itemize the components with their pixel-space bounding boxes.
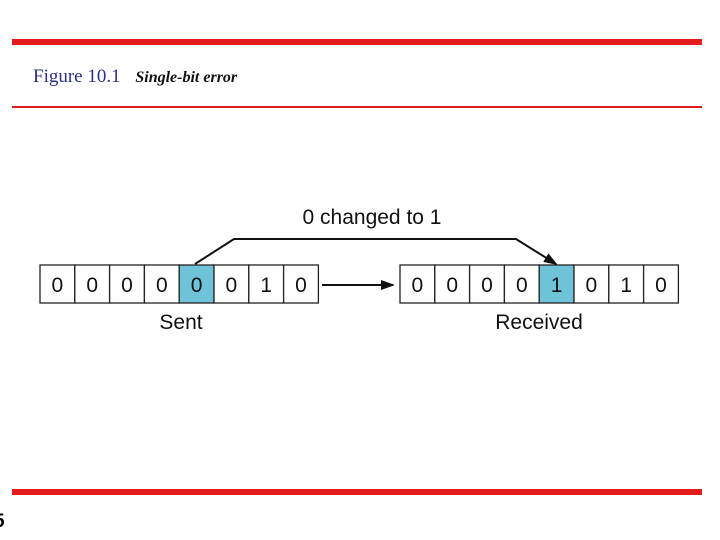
received-bit-2: 0 [481, 274, 493, 297]
sent-cell-1 [74, 264, 111, 304]
received-bit-1: 0 [446, 274, 458, 297]
figure-number: Figure 10.1 [33, 66, 121, 87]
sent-bit-3: 0 [156, 274, 168, 297]
received-bit-6: 1 [620, 274, 632, 297]
received-cell-7 [642, 264, 680, 304]
received-bit-5: 0 [586, 274, 598, 297]
received-cell-2 [468, 264, 506, 304]
sent-bit-5: 0 [226, 274, 238, 297]
sent-cell-5 [213, 264, 250, 304]
received-cell-3 [503, 264, 540, 304]
sent-cell-0 [39, 264, 76, 304]
figure-caption: Figure 10.1 Single-bit error [33, 66, 237, 88]
change-annotation: 0 changed to 1 [303, 206, 442, 229]
sent-label: Sent [159, 311, 202, 334]
received-label: Received [495, 311, 583, 334]
figure-title: Single-bit error [135, 69, 238, 86]
sent-cell-2 [108, 264, 146, 304]
sent-bit-7: 0 [295, 274, 307, 297]
received-cell-4 [538, 264, 575, 304]
sent-cell-3 [143, 264, 180, 304]
received-cell-1 [434, 264, 471, 304]
sent-bit-0: 0 [52, 274, 64, 297]
received-bit-0: 0 [412, 274, 424, 297]
change-arrow [194, 238, 558, 266]
sent-bit-2: 0 [121, 274, 133, 297]
sent-bit-4: 0 [191, 274, 203, 297]
top-red-bar [12, 39, 702, 45]
received-bit-4: 1 [551, 274, 563, 297]
sent-cell-7 [282, 264, 320, 304]
received-bit-7: 0 [655, 274, 667, 297]
bottom-red-bar [12, 489, 702, 495]
sent-bit-6: 1 [260, 274, 272, 297]
sent-bit-1: 0 [86, 274, 98, 297]
page-number: 5 [0, 511, 5, 533]
caption-underline [12, 106, 702, 108]
received-bit-3: 0 [516, 274, 528, 297]
